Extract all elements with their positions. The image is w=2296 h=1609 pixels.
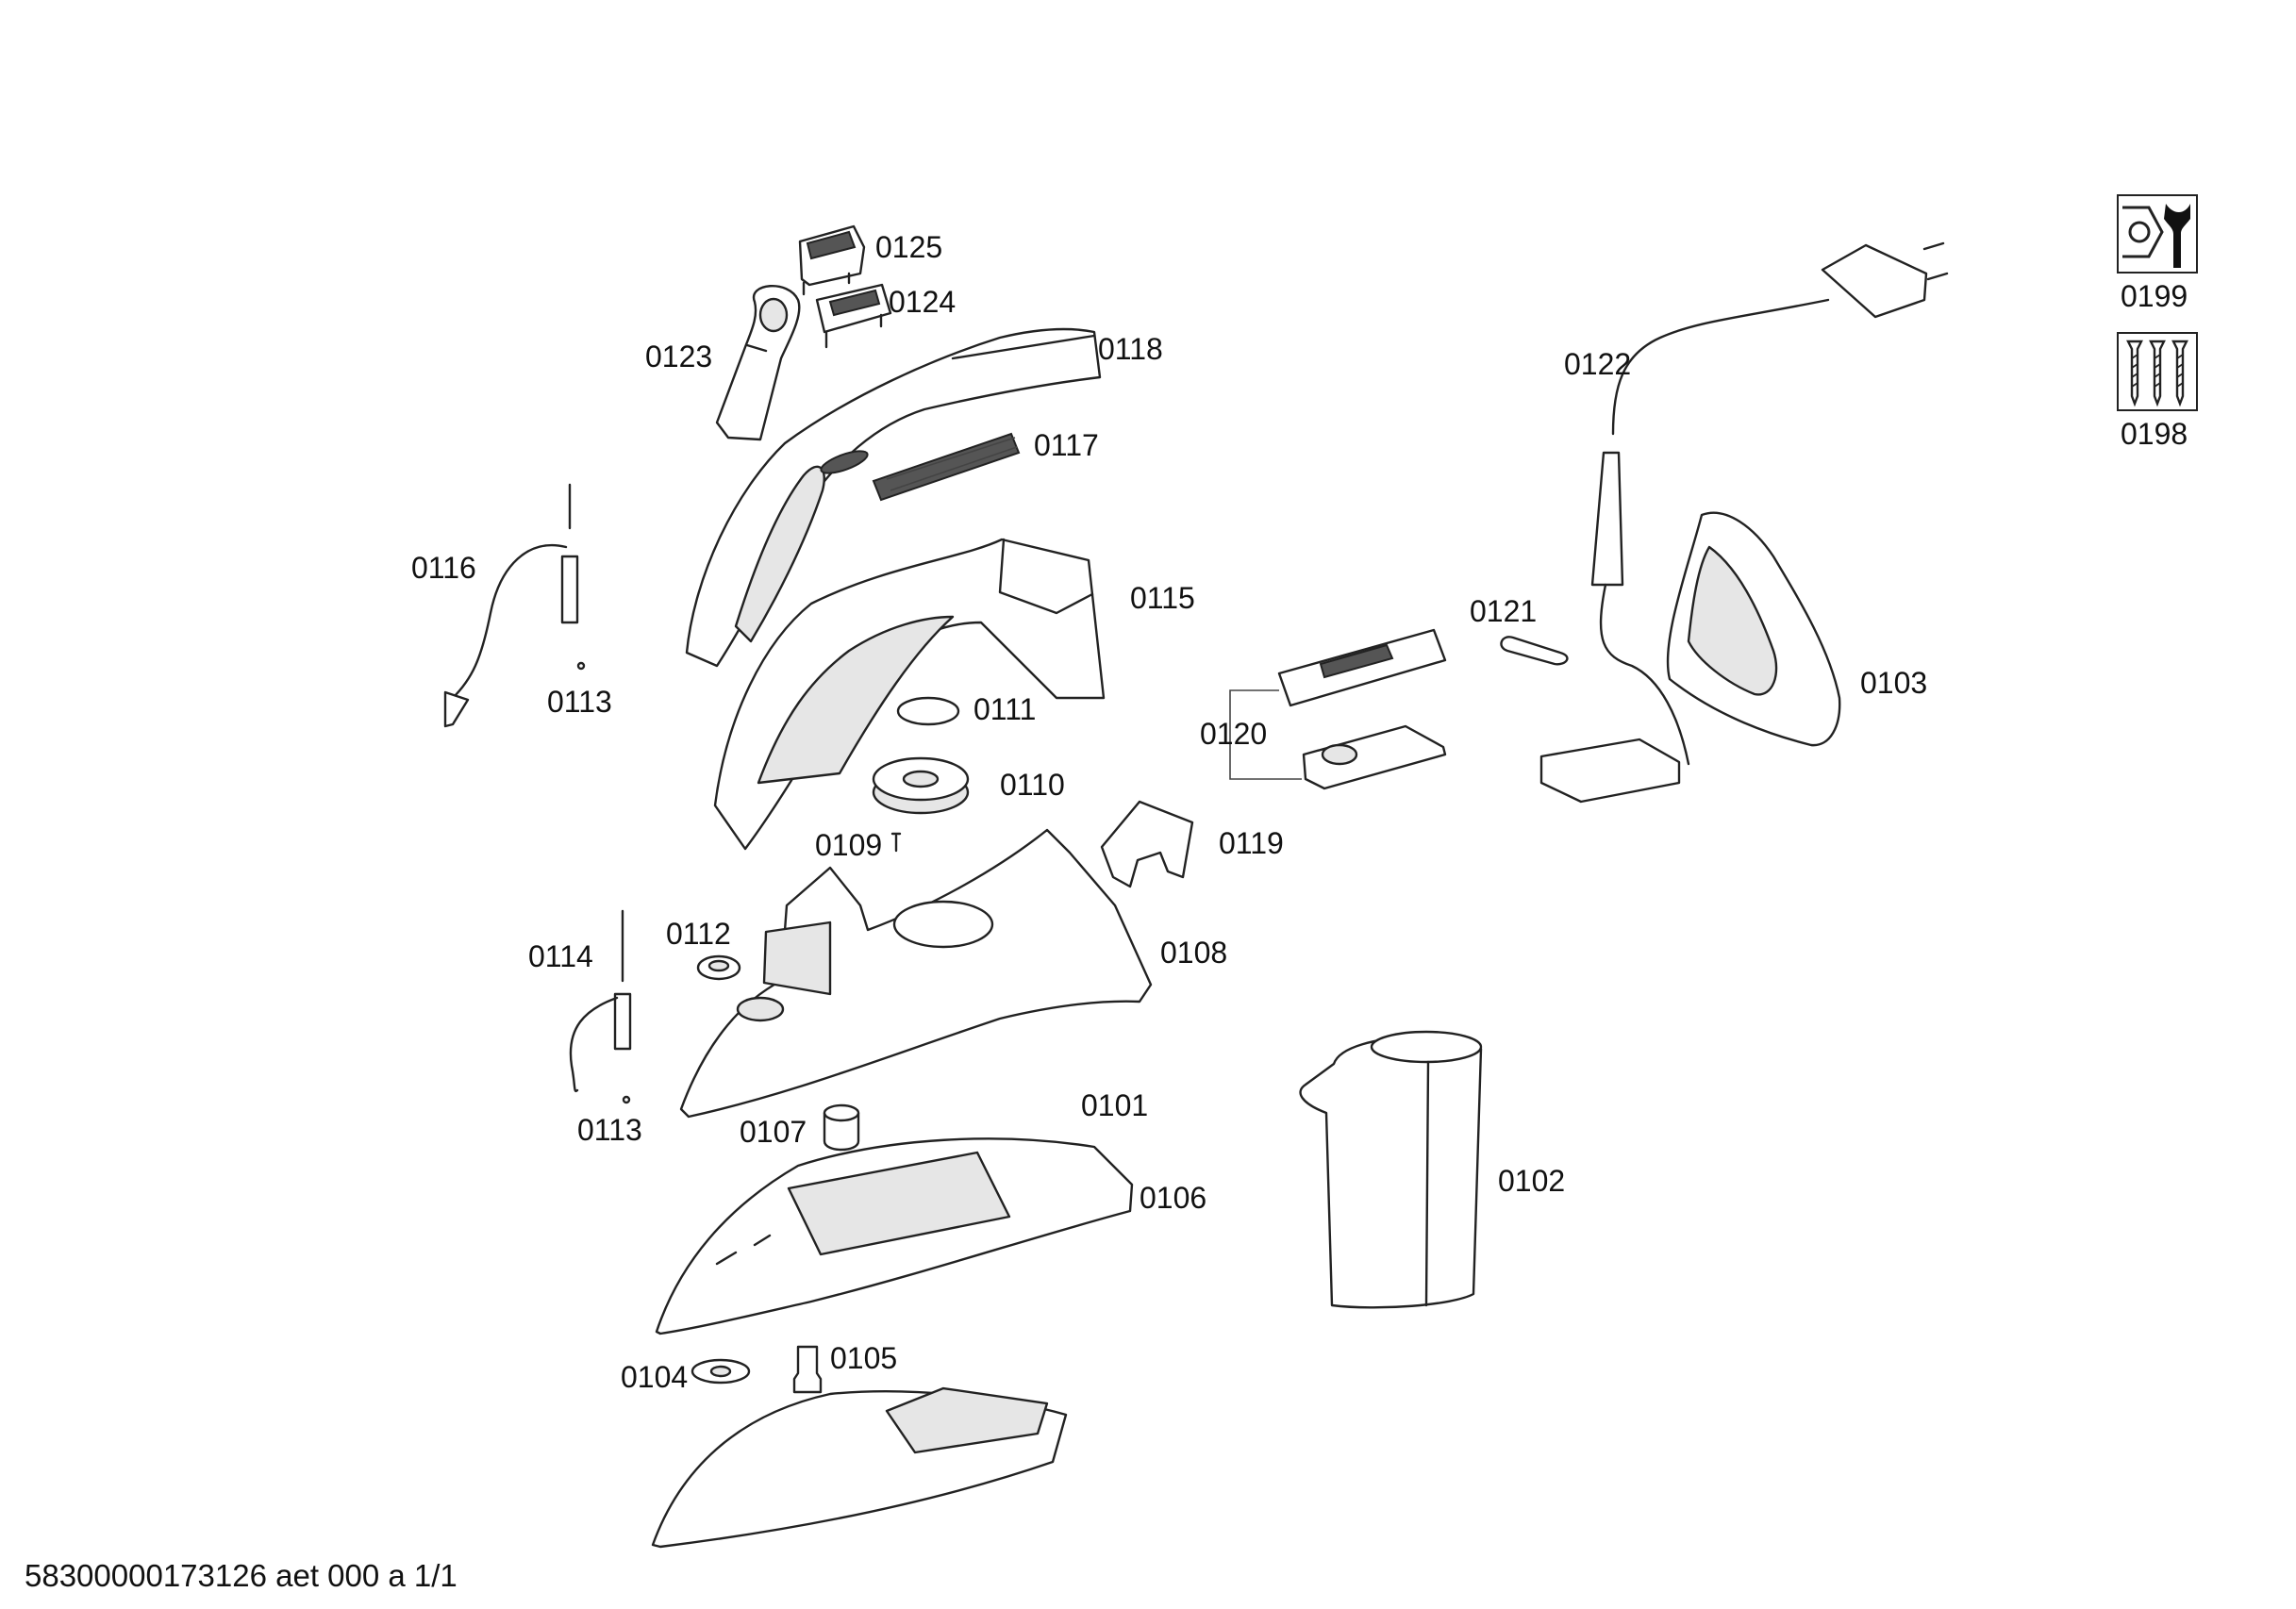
part-0109-screw [890, 832, 902, 853]
label-0120: 0120 [1200, 717, 1268, 751]
label-0101: 0101 [1081, 1088, 1149, 1122]
part-0107-knob [823, 1103, 860, 1152]
part-0122-cord [1539, 241, 1949, 804]
label-0119: 0119 [1219, 826, 1284, 860]
part-0112-ring [696, 954, 741, 981]
label-0117: 0117 [1034, 428, 1099, 462]
part-0117-grip [872, 432, 1021, 502]
label-0104: 0104 [621, 1360, 689, 1394]
label-0121: 0121 [1470, 594, 1538, 628]
part-0101-soleplate [651, 1386, 1068, 1549]
part-0105-valve [792, 1345, 823, 1394]
part-0110-dial [872, 756, 970, 815]
part-0108-housing [679, 828, 1153, 1119]
label-0113-bottom: 0113 [577, 1113, 642, 1147]
label-0103: 0103 [1860, 666, 1928, 700]
part-0104-washer [690, 1358, 751, 1385]
part-0106-base [655, 1137, 1134, 1335]
part-0111-cap [896, 696, 960, 726]
label-0122: 0122 [1564, 347, 1632, 381]
screws-icon [2117, 332, 2198, 411]
part-0125-button [798, 224, 866, 296]
label-0111: 0111 [973, 692, 1037, 726]
label-0102: 0102 [1498, 1164, 1566, 1198]
label-0199: 0199 [2121, 279, 2188, 313]
label-0124: 0124 [889, 285, 957, 319]
part-0118-handle [685, 327, 1102, 668]
label-0108: 0108 [1160, 936, 1228, 970]
label-0116: 0116 [411, 551, 476, 585]
part-0115-shell [713, 538, 1106, 851]
label-0113-top: 0113 [547, 685, 612, 719]
label-0105: 0105 [830, 1341, 898, 1375]
label-0107: 0107 [740, 1115, 807, 1149]
document-footer: 58300000173126 aet 000 a 1/1 [25, 1558, 458, 1593]
label-0115: 0115 [1130, 581, 1195, 615]
part-0103-holder [1666, 511, 1841, 747]
label-0114: 0114 [528, 939, 593, 973]
part-0124-button [815, 283, 892, 349]
label-0106: 0106 [1140, 1181, 1207, 1215]
label-0125: 0125 [875, 230, 943, 264]
label-0110: 0110 [1000, 768, 1065, 802]
part-0102-cup [1299, 1030, 1483, 1309]
part-0114-cable [569, 909, 632, 1104]
label-0198: 0198 [2121, 417, 2188, 451]
part-0121-grommet [1500, 636, 1569, 666]
part-0120-electronics [1229, 628, 1447, 790]
label-0109: 0109 [815, 828, 883, 862]
part-0123-lever [715, 285, 801, 441]
part-0116-cable [443, 483, 586, 728]
label-0123: 0123 [645, 340, 713, 373]
label-0112: 0112 [666, 917, 731, 951]
part-0119-cover [1100, 800, 1194, 888]
nut-and-wrench-icon [2117, 194, 2198, 274]
label-0118: 0118 [1098, 332, 1163, 366]
